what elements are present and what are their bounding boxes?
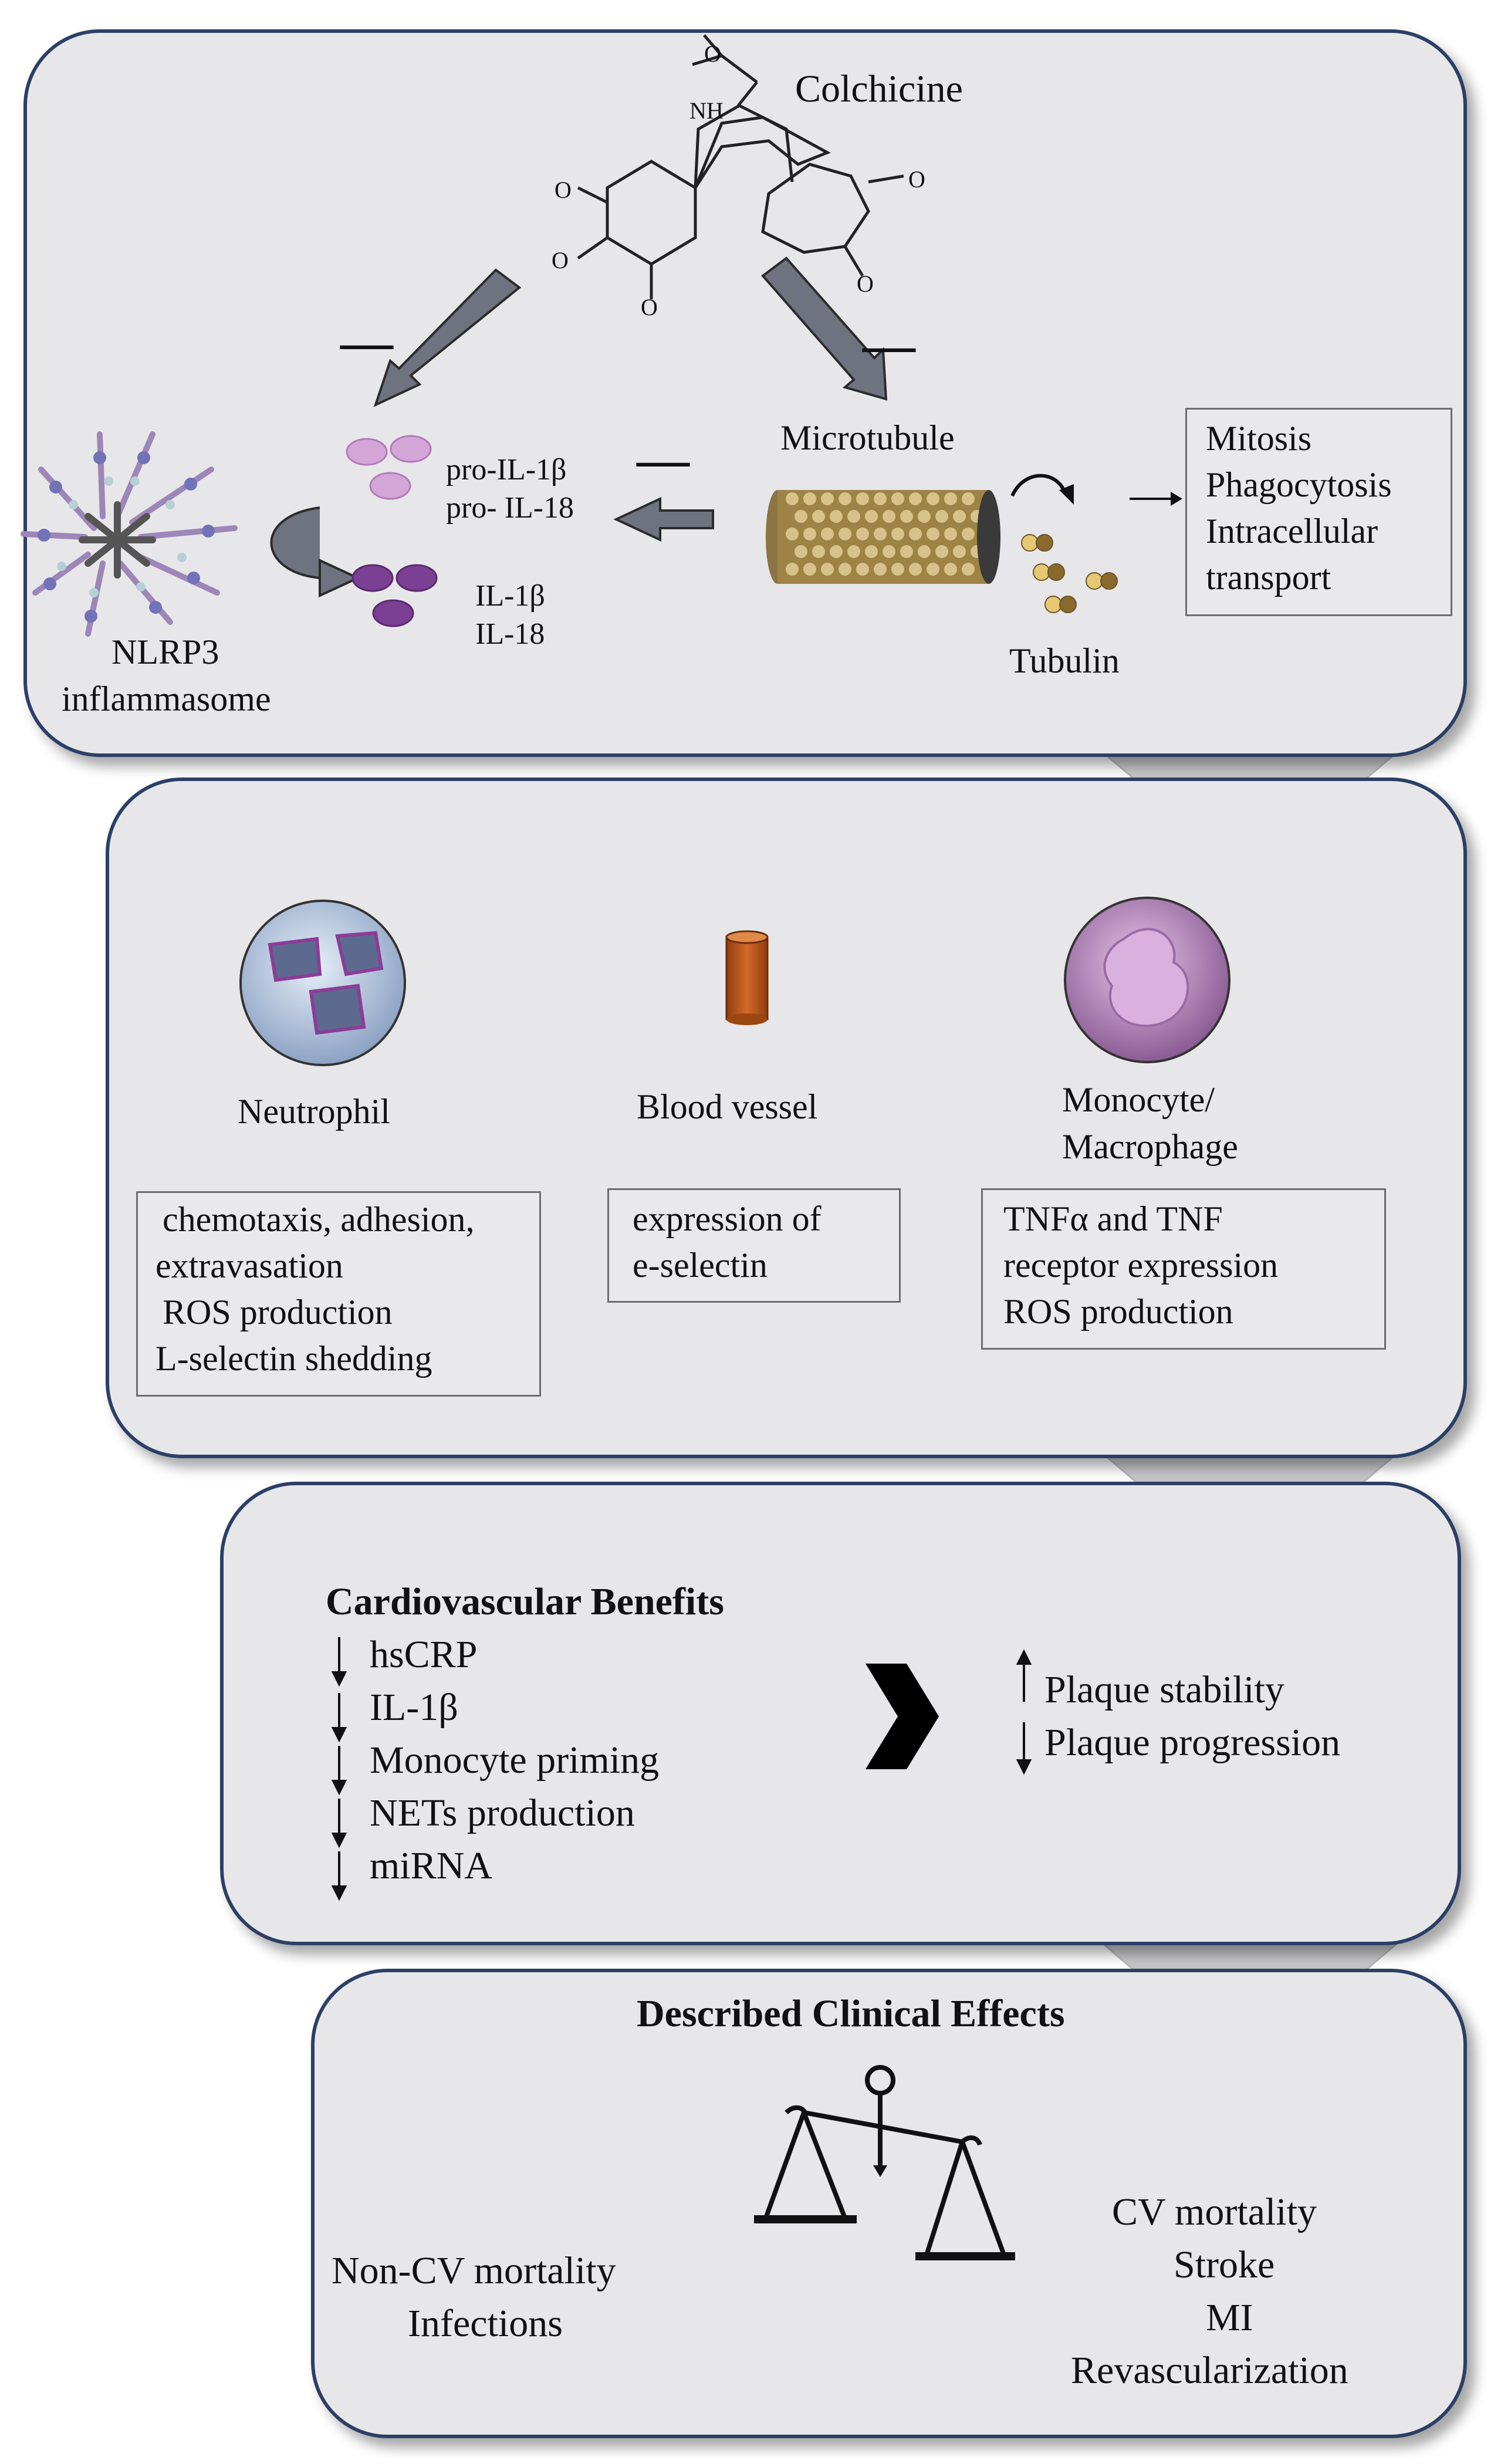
cv-down-arrows bbox=[331, 1637, 347, 1901]
il-particles bbox=[351, 564, 438, 627]
clinical-left-item-2: Infections bbox=[408, 2302, 563, 2345]
cv-benefits-title: Cardiovascular Benefits bbox=[326, 1580, 724, 1623]
clinical-left-item-1: Non-CV mortality bbox=[332, 2249, 616, 2292]
clinical-right-item-2: Stroke bbox=[1174, 2243, 1275, 2286]
colchicine-label: Colchicine bbox=[795, 67, 963, 110]
plaque-arrows bbox=[1016, 1649, 1032, 1775]
effect-mitosis: Mitosis bbox=[1206, 419, 1312, 458]
monocyte-effect-3: ROS production bbox=[1003, 1292, 1233, 1331]
monocyte-effect-1: TNFα and TNF bbox=[1003, 1199, 1223, 1238]
blood-vessel-illustration bbox=[725, 930, 769, 1025]
pro-il1b-label: pro-IL-1β bbox=[446, 453, 567, 486]
plaque-stability-label: Plaque stability bbox=[1044, 1668, 1284, 1711]
inhibit-arrow-left bbox=[373, 268, 522, 407]
clinical-right-item-1: CV mortality bbox=[1112, 2191, 1317, 2233]
microtubule-illustration bbox=[766, 490, 1000, 584]
nlrp3-label-line2: inflammasome bbox=[62, 680, 271, 718]
cv-item-nets: NETs production bbox=[370, 1792, 635, 1834]
cv-item-monocyte-priming: Monocyte priming bbox=[370, 1739, 660, 1782]
effect-intracellular: Intracellular bbox=[1206, 512, 1378, 550]
conversion-arrowhead bbox=[319, 558, 361, 598]
inhibit-arrow-right bbox=[761, 256, 888, 401]
neutrophil-effects-box: chemotaxis, adhesion, extravasation ROS … bbox=[136, 1191, 541, 1397]
methoxy-o-3: O bbox=[641, 294, 658, 320]
neutrophil-illustration bbox=[239, 900, 406, 1066]
microtubule-label: Microtubule bbox=[780, 418, 955, 457]
conversion-curved-arrow bbox=[270, 506, 320, 579]
neutrophil-effect-1: chemotaxis, adhesion, bbox=[163, 1200, 475, 1239]
panel-clinical-effects bbox=[311, 1969, 1467, 2438]
il1b-label: IL-1β bbox=[475, 579, 545, 613]
monocyte-label-line1: Monocyte/ bbox=[1062, 1080, 1215, 1119]
microtubule-effects-box: Mitosis Phagocytosis Intracellular trans… bbox=[1185, 408, 1452, 616]
monocyte-label-line2: Macrophage bbox=[1062, 1127, 1238, 1166]
tubulin-dimers bbox=[1021, 534, 1118, 613]
panel-cv-benefits bbox=[220, 1482, 1461, 1945]
colchicine-structure bbox=[577, 34, 904, 299]
inhibition-sign-right: — bbox=[863, 316, 915, 374]
clinical-effects-title: Described Clinical Effects bbox=[637, 1992, 1065, 2035]
neutrophil-effect-4: L-selectin shedding bbox=[155, 1339, 432, 1378]
methoxy-o-1: O bbox=[555, 177, 572, 203]
monocyte-effects-box: TNFα and TNF receptor expression ROS pro… bbox=[981, 1188, 1386, 1350]
tubulin-label: Tubulin bbox=[1009, 641, 1120, 680]
microtubule-to-il-arrow bbox=[613, 496, 714, 542]
monocyte-effect-2: receptor expression bbox=[1003, 1246, 1279, 1285]
nlrp3-inflammasome-illustration bbox=[21, 431, 238, 637]
cv-item-hscrp: hsCRP bbox=[370, 1633, 478, 1676]
nlrp3-label-line1: NLRP3 bbox=[111, 633, 219, 671]
effect-transport: transport bbox=[1206, 558, 1331, 597]
carbonyl-o-label: O bbox=[704, 40, 721, 67]
ketone-o-label: O bbox=[908, 166, 925, 192]
cv-item-il1b: IL-1β bbox=[370, 1686, 458, 1729]
blood-vessel-label: Blood vessel bbox=[637, 1087, 818, 1126]
pro-il18-label: pro- IL-18 bbox=[446, 491, 574, 525]
nh-label: NH bbox=[689, 97, 724, 124]
methoxy-o-2: O bbox=[552, 247, 569, 273]
neutrophil-label: Neutrophil bbox=[238, 1092, 390, 1131]
methoxy-o-4: O bbox=[857, 271, 874, 297]
cv-item-mirna: miRNA bbox=[370, 1844, 493, 1887]
vessel-effect-1: expression of bbox=[633, 1199, 822, 1238]
plaque-progression-label: Plaque progression bbox=[1044, 1721, 1341, 1764]
il18-label: IL-18 bbox=[475, 617, 545, 651]
clinical-right-item-4: Revascularization bbox=[1071, 2349, 1348, 2392]
panel-mechanism bbox=[23, 29, 1467, 757]
vessel-effects-box: expression of e-selectin bbox=[607, 1188, 901, 1303]
monocyte-illustration bbox=[1064, 897, 1230, 1063]
effect-phagocytosis: Phagocytosis bbox=[1206, 465, 1392, 504]
inhibition-sign-mid: — bbox=[637, 431, 689, 489]
depolymerisation-arrow bbox=[1010, 474, 1067, 497]
neutrophil-effect-3: ROS production bbox=[163, 1293, 393, 1331]
clinical-right-item-3: MI bbox=[1206, 2296, 1253, 2339]
pro-il-particles bbox=[346, 435, 432, 500]
cv-chevron-icon bbox=[866, 1664, 939, 1769]
inhibition-sign-left: — bbox=[340, 313, 393, 371]
neutrophil-effect-2: extravasation bbox=[155, 1246, 343, 1285]
vessel-effect-2: e-selectin bbox=[633, 1246, 768, 1285]
